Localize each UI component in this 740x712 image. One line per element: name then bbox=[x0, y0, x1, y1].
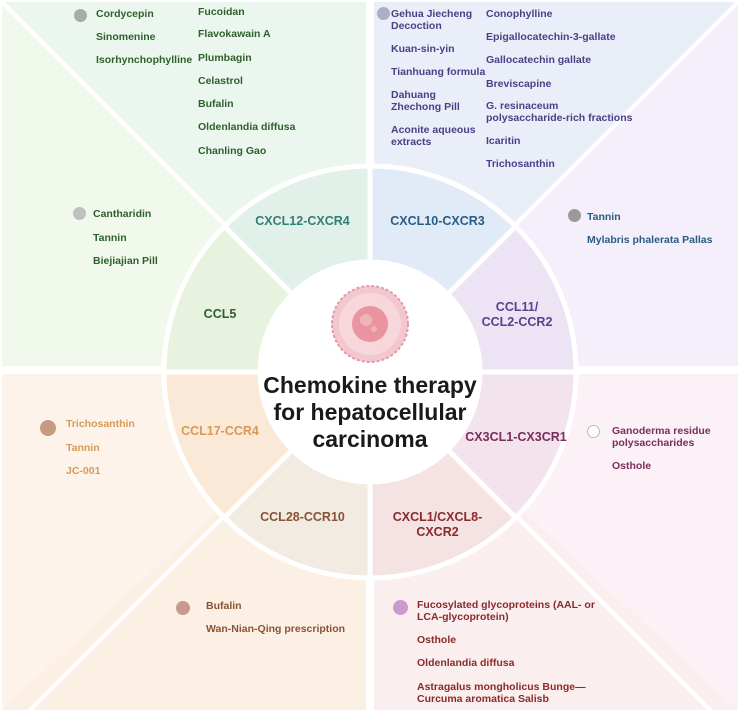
compound-label: Tannin bbox=[93, 232, 127, 244]
compound-label: Wan-Nian-Qing prescription bbox=[206, 623, 346, 635]
compound-label: Dahuang Zhechong Pill bbox=[391, 89, 460, 113]
axis-cxcl10-cxcr3: CXCL10-CXCR3 bbox=[390, 214, 485, 228]
compound-label: Aconite aqueous extracts bbox=[391, 124, 476, 148]
compound-label: Bufalin bbox=[206, 600, 242, 612]
compound-label: Cantharidin bbox=[93, 208, 152, 220]
compound-label: JC-001 bbox=[66, 465, 101, 477]
compound-label: Tannin bbox=[66, 442, 100, 454]
axis-ccl11-ccl2-ccr2: CCL11/ CCL2-CCR2 bbox=[481, 300, 553, 329]
tumor-cell-icon bbox=[331, 285, 409, 363]
dot-ccl5 bbox=[73, 207, 86, 220]
compound-label: Gehua Jiecheng Decoction bbox=[391, 8, 473, 32]
compound-label: Sinomenine bbox=[96, 31, 156, 43]
compound-label: Cordycepin bbox=[96, 8, 154, 20]
compound-label: Osthole bbox=[417, 634, 457, 646]
compound-label: Icaritin bbox=[486, 135, 521, 147]
compound-label: Conophylline bbox=[486, 8, 553, 20]
center-circle bbox=[258, 260, 482, 484]
compound-label: Trichosanthin bbox=[66, 418, 135, 430]
compound-label: Osthole bbox=[612, 460, 652, 472]
axis-cxcl1-cxcl8-cxcr2: CXCL1/CXCL8- CXCR2 bbox=[392, 510, 483, 539]
compound-label: Isorhynchophylline bbox=[96, 54, 193, 66]
receptor-ring bbox=[161, 163, 579, 581]
dot-ccl17 bbox=[40, 420, 56, 436]
compound-label: Ganoderma residue polysaccharides bbox=[612, 425, 711, 449]
dot-cxcl1 bbox=[393, 600, 408, 615]
compound-label: Kuan-sin-yin bbox=[391, 43, 455, 55]
axis-ccl5: CCL5 bbox=[203, 307, 237, 321]
title-line-3: carcinoma bbox=[312, 426, 428, 452]
dot-ccl11 bbox=[568, 209, 581, 222]
diagram-title: Chemokine therapy for hepatocellular car… bbox=[255, 372, 485, 453]
compound-label: Chanling Gao bbox=[198, 145, 267, 157]
compound-label: Epigallocatechin-3-gallate bbox=[486, 31, 616, 43]
title-line-2: for hepatocellular bbox=[273, 399, 467, 425]
compound-label: Gallocatechin gallate bbox=[486, 54, 592, 66]
compound-label: Oldenlandia diffusa bbox=[198, 121, 296, 133]
dot-ccl28 bbox=[176, 601, 190, 615]
dot-cx3cl1 bbox=[587, 425, 600, 438]
dot-cxcl12-a bbox=[74, 9, 87, 22]
compound-label: Breviscapine bbox=[486, 78, 552, 90]
compound-label: Tannin bbox=[587, 211, 621, 223]
title-line-1: Chemokine therapy bbox=[263, 372, 477, 398]
compound-label: Flavokawain A bbox=[198, 28, 271, 40]
compound-label: Fucosylated glycoproteins (AAL- or LCA-g… bbox=[417, 599, 595, 623]
compound-label: Tianhuang formula bbox=[391, 66, 486, 78]
compound-label: Fucoidan bbox=[198, 6, 245, 18]
compound-label: Celastrol bbox=[198, 75, 243, 87]
compound-label: G. resinaceum polysaccharide-rich fracti… bbox=[486, 100, 633, 124]
compound-label: Oldenlandia diffusa bbox=[417, 657, 515, 669]
compound-label: Plumbagin bbox=[198, 52, 252, 64]
compound-label: Biejiajian Pill bbox=[93, 255, 158, 267]
compound-label: Mylabris phalerata Pallas bbox=[587, 234, 713, 246]
dot-cxcl10-a bbox=[377, 7, 390, 20]
axis-ccl17-ccr4: CCL17-CCR4 bbox=[181, 424, 259, 438]
axis-cx3cl1-cx3cr1: CX3CL1-CX3CR1 bbox=[465, 430, 567, 444]
axis-ccl28-ccr10: CCL28-CCR10 bbox=[260, 510, 345, 524]
compound-label: Trichosanthin bbox=[486, 158, 555, 170]
axis-cxcl12-cxcr4: CXCL12-CXCR4 bbox=[255, 214, 350, 228]
compound-label: Astragalus mongholicus Bunge—Curcuma aro… bbox=[417, 681, 586, 705]
compound-label: Bufalin bbox=[198, 98, 234, 110]
